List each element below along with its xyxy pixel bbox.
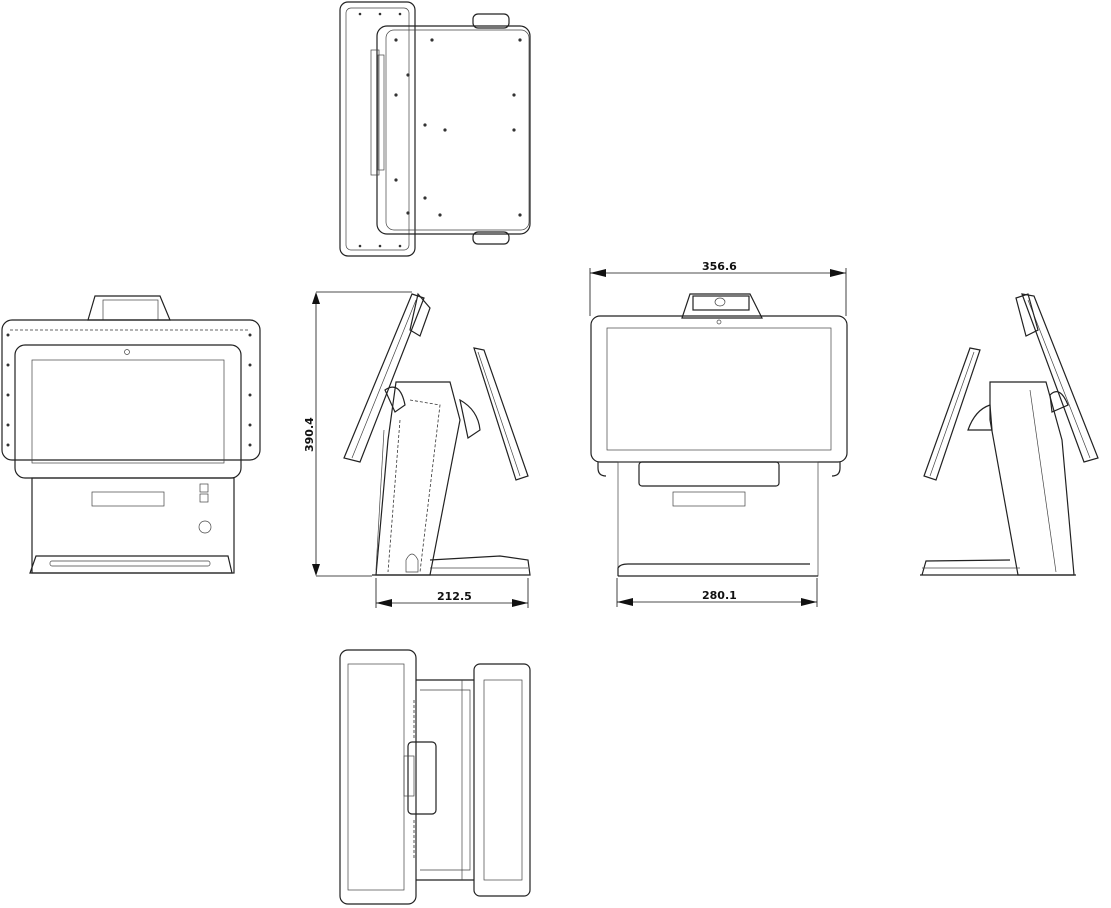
depth-dimension-label: 212.5: [437, 590, 472, 603]
top-view: [339, 1, 531, 257]
left-side-view: 390.4 212.5: [303, 291, 531, 608]
rear-view: [1, 295, 261, 574]
front-view: 356.6 280.1: [589, 260, 848, 607]
base-width-dimension-label: 280.1: [702, 589, 737, 602]
bottom-view: [339, 649, 531, 905]
height-dimension-label: 390.4: [303, 417, 316, 452]
right-side-view: [920, 293, 1099, 576]
width-dimension-label: 356.6: [702, 260, 737, 273]
